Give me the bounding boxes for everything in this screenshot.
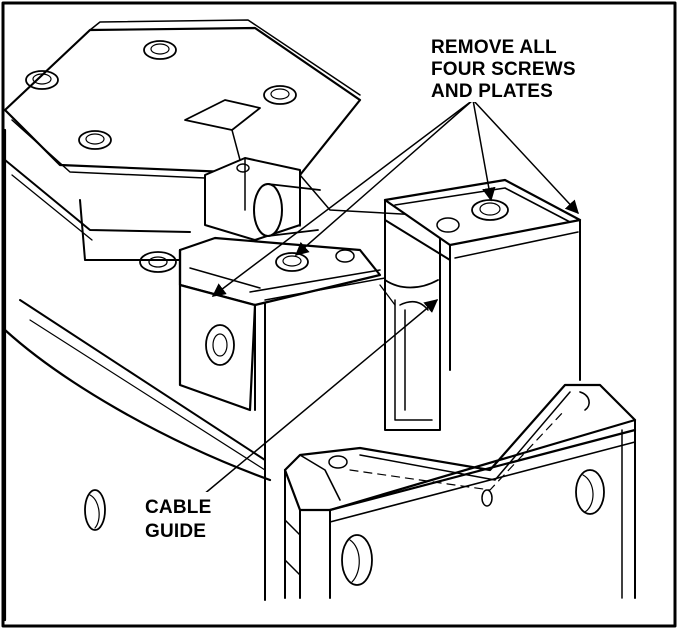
right-mounting-block xyxy=(383,178,582,381)
side-hole xyxy=(84,489,106,531)
bracket-hole-left xyxy=(341,534,373,586)
callout-cable-line-2: GUIDE xyxy=(145,521,206,542)
cable-guide-channel xyxy=(379,209,441,431)
callout-remove-screws: REMOVE ALL FOUR SCREWS AND PLATES xyxy=(425,34,625,102)
base-casting xyxy=(3,128,272,622)
center-bearing-block xyxy=(204,157,321,241)
callout-remove-line-1: REMOVE ALL xyxy=(431,37,557,58)
cable-guide-leader xyxy=(202,299,439,496)
callout-cable-line-1: CABLE xyxy=(145,497,211,518)
bracket-hole-right xyxy=(575,469,605,515)
callout-cable-guide: CABLE GUIDE xyxy=(138,492,228,544)
screws-callout-leaders xyxy=(211,99,579,297)
side-screw xyxy=(205,324,235,366)
top-plate-screws xyxy=(25,40,297,273)
callout-remove-line-2: FOUR SCREWS xyxy=(431,59,576,80)
front-bracket xyxy=(283,383,637,599)
left-mounting-block xyxy=(178,236,386,412)
top-plate xyxy=(3,19,421,261)
callout-remove-line-3: AND PLATES xyxy=(431,81,553,102)
plate-screw-left xyxy=(275,252,309,272)
